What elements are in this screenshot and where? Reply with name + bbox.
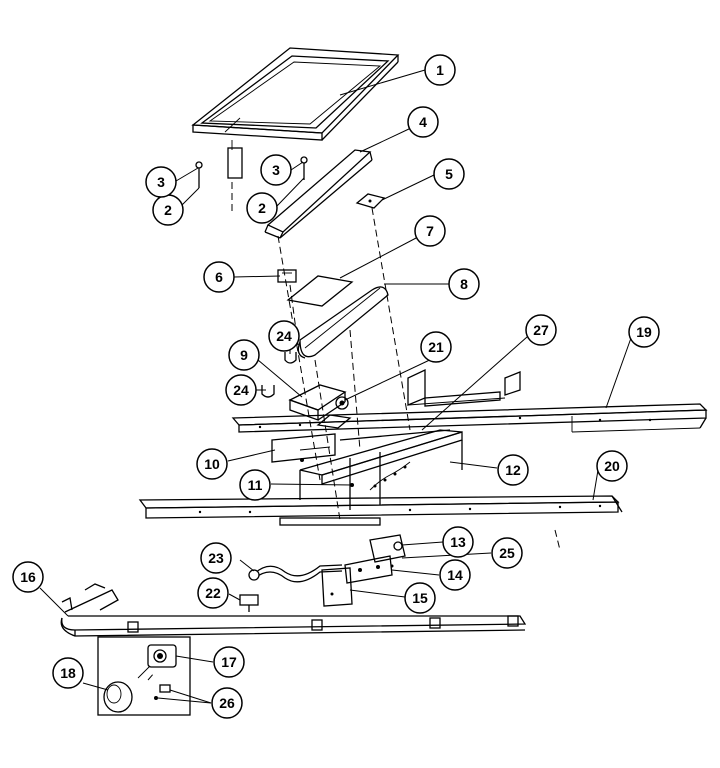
svg-text:2: 2 xyxy=(258,200,266,216)
part-3-screw-right xyxy=(300,156,308,180)
leader-lines xyxy=(39,69,632,704)
part-1-cooktop-frame xyxy=(191,47,400,179)
svg-text:23: 23 xyxy=(208,550,224,566)
svg-text:27: 27 xyxy=(533,322,549,338)
callout-11: 11 xyxy=(239,469,271,501)
callout-14: 14 xyxy=(439,559,471,591)
part-7-plate xyxy=(286,275,354,307)
callout-19: 19 xyxy=(628,316,660,348)
callout-6: 6 xyxy=(203,261,235,293)
callout-7: 7 xyxy=(414,215,446,247)
part-8-burner-tube xyxy=(297,286,389,359)
svg-text:8: 8 xyxy=(460,276,468,292)
callout-9: 9 xyxy=(228,339,260,371)
svg-text:13: 13 xyxy=(450,534,466,550)
callout-23: 23 xyxy=(200,542,232,574)
svg-text:12: 12 xyxy=(505,462,521,478)
part-6-block xyxy=(277,269,297,283)
svg-text:11: 11 xyxy=(248,477,263,493)
svg-text:5: 5 xyxy=(445,166,453,182)
control-panel-box xyxy=(97,636,191,716)
svg-text:21: 21 xyxy=(428,339,444,355)
part-20-lower-rail xyxy=(138,495,623,526)
callout-24-upper: 24 xyxy=(268,320,300,352)
part-12-burner-box xyxy=(299,429,463,510)
svg-text:2: 2 xyxy=(164,202,172,218)
callout-16: 16 xyxy=(12,561,44,593)
part-23-gas-line xyxy=(248,564,343,583)
callout-5: 5 xyxy=(433,158,465,190)
svg-text:20: 20 xyxy=(604,458,620,474)
callout-3-left: 3 xyxy=(145,166,177,198)
part-3-screw-left xyxy=(195,161,203,188)
callout-18: 18 xyxy=(52,657,84,689)
svg-text:17: 17 xyxy=(221,654,237,670)
svg-text:22: 22 xyxy=(205,585,221,601)
callout-25: 25 xyxy=(491,537,523,569)
callout-15: 15 xyxy=(404,582,436,614)
part-19-upper-rail xyxy=(231,403,708,433)
callout-20: 20 xyxy=(596,450,628,482)
svg-text:4: 4 xyxy=(419,114,427,130)
part-14-valve xyxy=(344,555,393,584)
part-15-mount-plate xyxy=(321,567,353,607)
callout-4: 4 xyxy=(407,106,439,138)
part-18-knob xyxy=(103,665,151,713)
svg-text:24: 24 xyxy=(233,382,249,398)
svg-text:26: 26 xyxy=(219,695,235,711)
callout-2-left: 2 xyxy=(152,194,184,226)
callout-3-right: 3 xyxy=(260,154,292,186)
callout-17: 17 xyxy=(213,646,245,678)
callout-13: 13 xyxy=(442,526,474,558)
part-24-hook-upper xyxy=(284,352,297,364)
part-25-connector xyxy=(390,564,394,568)
svg-text:15: 15 xyxy=(412,590,428,606)
svg-text:1: 1 xyxy=(436,62,444,78)
callout-12: 12 xyxy=(497,454,529,486)
svg-text:3: 3 xyxy=(157,174,165,190)
svg-text:10: 10 xyxy=(204,456,220,472)
svg-text:24: 24 xyxy=(276,328,292,344)
part-27-support-bracket xyxy=(407,368,521,407)
part-24-hook-lower xyxy=(261,385,275,398)
svg-text:18: 18 xyxy=(60,665,76,681)
callout-1: 1 xyxy=(424,54,456,86)
part-4-bracket xyxy=(264,149,373,239)
svg-text:3: 3 xyxy=(272,162,280,178)
part-13-valve-bracket xyxy=(369,534,406,563)
part-22-fitting xyxy=(239,594,259,612)
svg-text:14: 14 xyxy=(447,567,463,583)
part-17-switch xyxy=(147,644,177,668)
callout-8: 8 xyxy=(448,268,480,300)
svg-text:9: 9 xyxy=(240,347,248,363)
callout-26: 26 xyxy=(211,687,243,719)
callout-22: 22 xyxy=(197,577,229,609)
svg-text:19: 19 xyxy=(636,324,652,340)
callout-10: 10 xyxy=(196,448,228,480)
part-16-control-rail xyxy=(60,583,527,637)
callout-21: 21 xyxy=(420,331,452,363)
part-26-screw xyxy=(154,684,171,700)
svg-text:7: 7 xyxy=(426,223,434,239)
callout-27: 27 xyxy=(525,314,557,346)
svg-text:16: 16 xyxy=(20,569,36,585)
callout-24-lower: 24 xyxy=(225,374,257,406)
callout-2-right: 2 xyxy=(246,192,278,224)
svg-text:25: 25 xyxy=(499,545,515,561)
part-5-clip xyxy=(355,193,386,209)
svg-text:6: 6 xyxy=(215,269,223,285)
part-21-igniter xyxy=(335,396,349,410)
